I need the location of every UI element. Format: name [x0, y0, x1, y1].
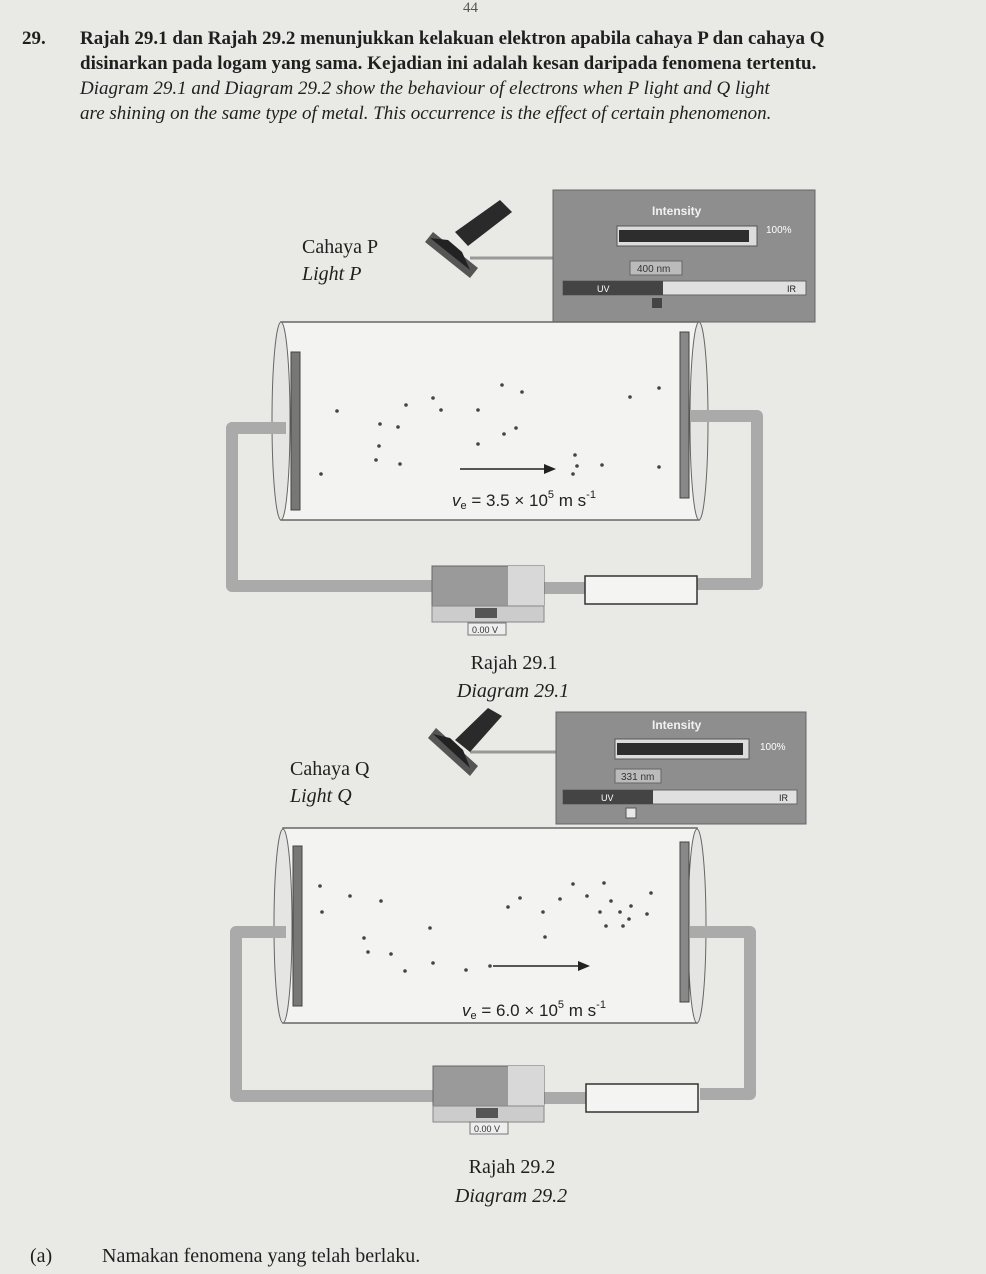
light-p-label-malay: Cahaya P [302, 236, 379, 258]
collector-plate [679, 841, 690, 1003]
lamp-icon [428, 708, 556, 776]
intensity-value: 100% [760, 742, 786, 753]
diagram-1-caption-english: Diagram 29.1 [456, 680, 570, 702]
vacuum-tube [271, 321, 709, 521]
wavelength-value: 400 nm [637, 264, 670, 275]
metal-plate-emitter [292, 845, 303, 1007]
panel-title: Intensity [652, 204, 702, 218]
diagram-29-1: Intensity 100% 400 nm UV IR ve = 3.5 × 1… [226, 189, 816, 636]
voltmeter-reading: 0.00 V [472, 625, 498, 635]
velocity-arrow [460, 464, 556, 474]
question-number: 29. [22, 28, 46, 49]
light-q-label-english: Light Q [290, 785, 352, 807]
metal-plate-emitter [290, 351, 301, 511]
wavelength-slider-handle[interactable] [652, 298, 662, 308]
question-line-malay-1: Rajah 29.1 dan Rajah 29.2 menunjukkan ke… [80, 28, 825, 49]
velocity-label: ve = 6.0 × 105 m s-1 [462, 999, 606, 1022]
light-p-label-english: Light P [302, 263, 362, 285]
diagram-1-caption-malay: Rajah 29.1 [470, 652, 558, 674]
diagram-2-caption-english: Diagram 29.2 [454, 1185, 568, 1207]
question-line-english-2: are shining on the same type of metal. T… [80, 103, 772, 124]
wavelength-slider-handle[interactable] [625, 807, 637, 819]
light-q-label-malay: Cahaya Q [290, 758, 370, 780]
ir-label: IR [779, 793, 789, 803]
part-a-label: (a) [30, 1245, 53, 1267]
uv-label: UV [597, 284, 610, 294]
diagram-2-caption-malay: Rajah 29.2 [468, 1156, 556, 1178]
page-number: 44 [463, 0, 478, 16]
question-line-english-1: Diagram 29.1 and Diagram 29.2 show the b… [80, 78, 770, 99]
panel-title: Intensity [652, 718, 702, 732]
intensity-bar[interactable] [617, 743, 743, 755]
intensity-value: 100% [766, 225, 792, 236]
uv-label: UV [601, 793, 614, 803]
electron-cloud [319, 383, 661, 476]
voltage-supply: 0.00 V [431, 565, 545, 636]
light-control-panel: Intensity 100% 400 nm UV IR [552, 189, 816, 323]
ammeter-box [585, 1083, 699, 1113]
lamp-icon [425, 200, 555, 278]
circuit-wire [230, 926, 756, 1104]
part-a-question: Namakan fenomena yang telah berlaku. [102, 1245, 421, 1267]
voltmeter-reading: 0.00 V [474, 1124, 500, 1134]
circuit-wire [226, 410, 763, 594]
velocity-label: ve = 3.5 × 105 m s-1 [452, 489, 596, 512]
velocity-arrow [493, 961, 590, 971]
diagram-29-2: Intensity 100% 331 nm UV IR ve = 6.0 × 1… [230, 708, 807, 1135]
voltage-supply: 0.00 V [432, 1065, 545, 1135]
collector-plate [679, 331, 690, 499]
light-control-panel: Intensity 100% 331 nm UV IR [555, 711, 807, 825]
intensity-bar[interactable] [619, 230, 749, 242]
question-line-malay-2: disinarkan pada logam yang sama. Kejadia… [80, 53, 817, 74]
electron-cloud [318, 881, 653, 973]
part-a: (a) Namakan fenomena yang telah berlaku. [30, 1245, 420, 1268]
wavelength-value: 331 nm [621, 772, 654, 783]
ir-label: IR [787, 284, 797, 294]
ammeter-box [584, 575, 698, 605]
vacuum-tube [273, 827, 707, 1024]
